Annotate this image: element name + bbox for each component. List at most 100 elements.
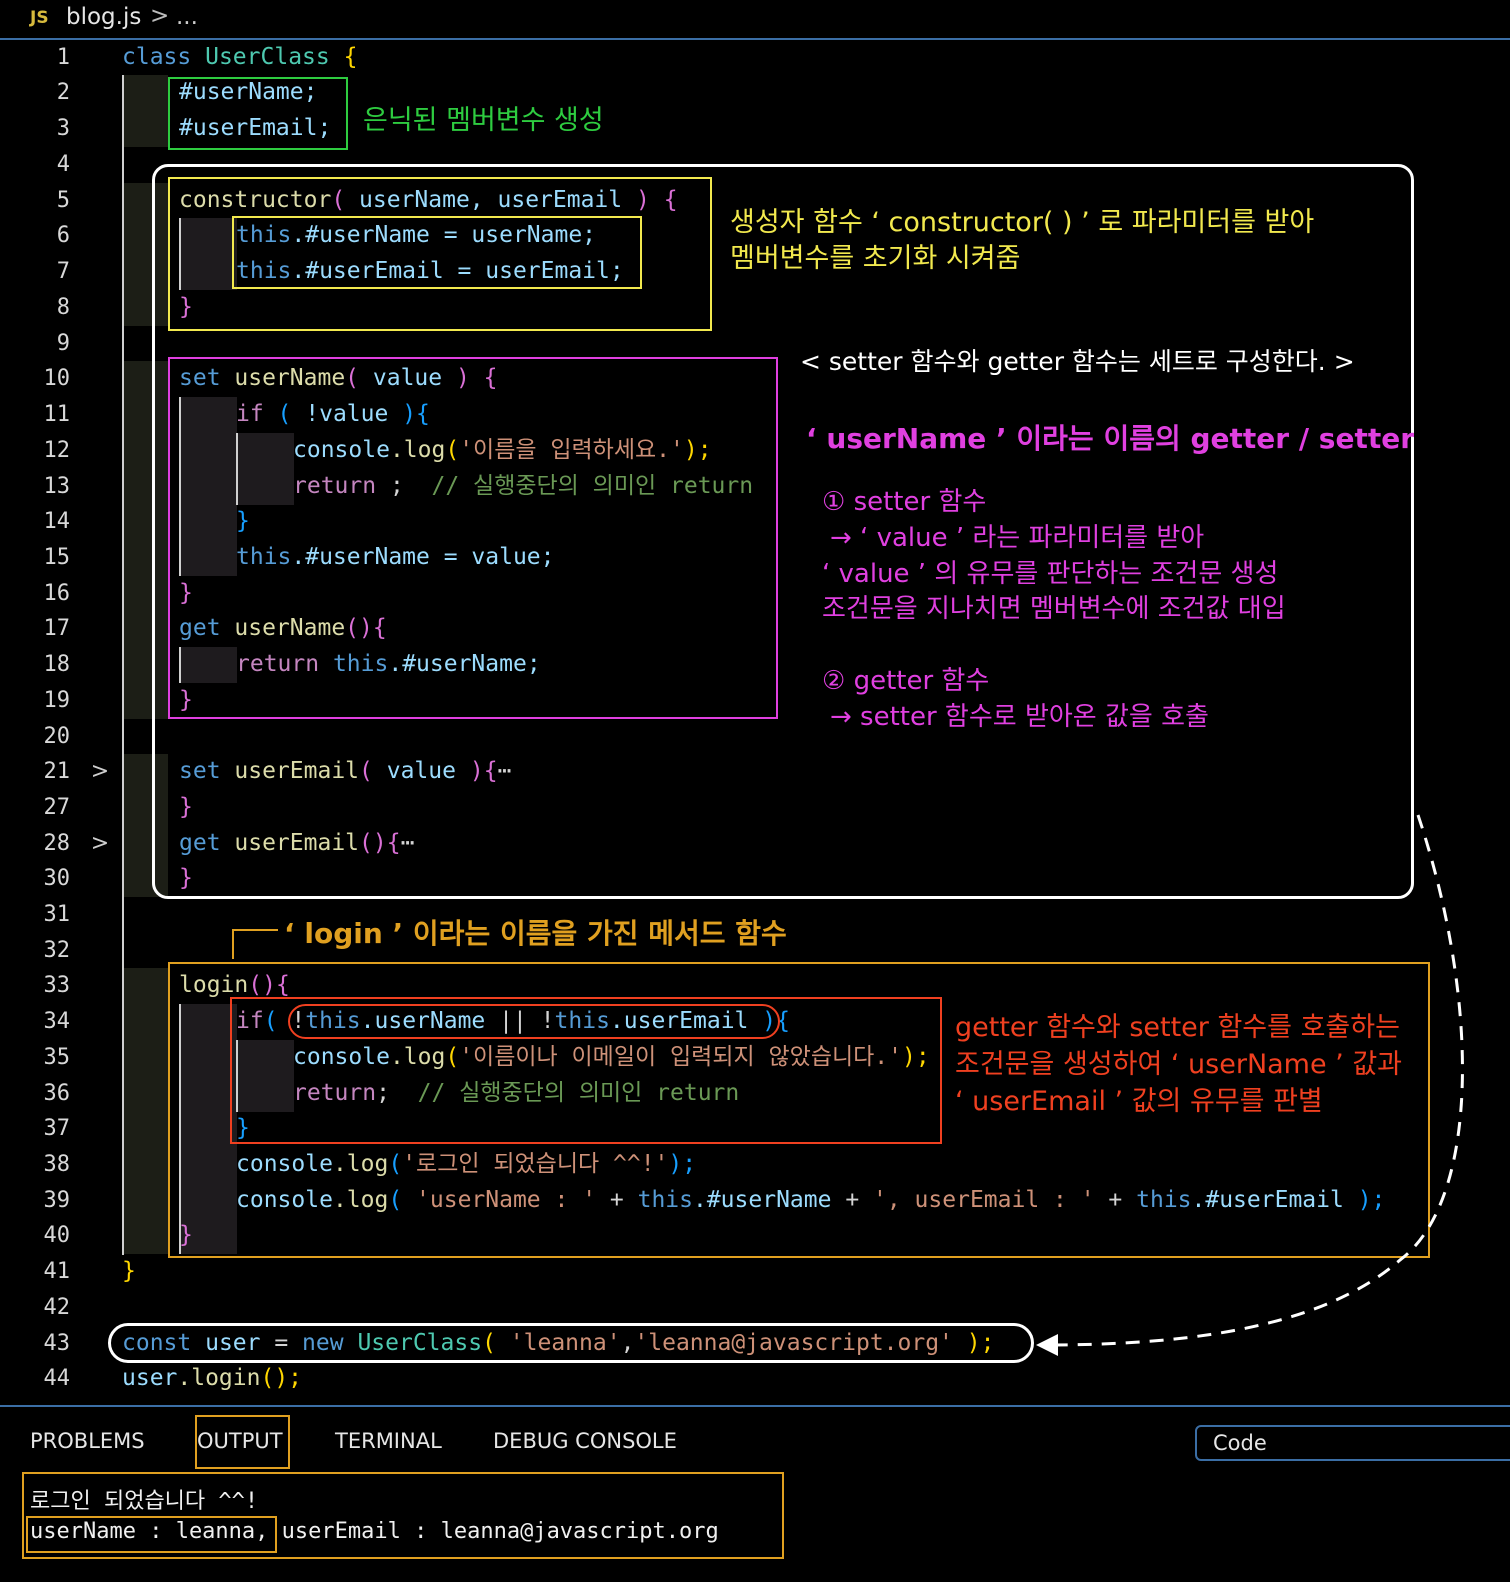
note-setter: → ‘ value ’ 라는 파라미터를 받아 [830, 523, 1205, 553]
code-line: } [179, 294, 193, 320]
breadcrumb: JS blog.js > ... [0, 0, 1510, 40]
code-line: #userName; [179, 79, 318, 105]
code-line: get userEmail(){⋯ [179, 830, 415, 856]
breadcrumb-more[interactable]: ... [176, 4, 198, 30]
code-line: get userName(){ [179, 615, 387, 641]
code-line: this.#userName = userName; [236, 222, 597, 248]
login-condition-highlight [230, 997, 942, 1144]
line-number: 40 [43, 1223, 71, 1248]
code-line: } [179, 580, 193, 606]
line-number: 44 [43, 1366, 71, 1391]
tab-output[interactable]: OUTPUT [197, 1429, 283, 1453]
output-highlight [22, 1472, 784, 1559]
output-panel: PROBLEMS OUTPUT TERMINAL DEBUG CONSOLE C… [0, 1405, 1510, 1582]
line-number: 11 [43, 402, 71, 427]
line-number: 17 [43, 616, 71, 641]
note-login-condition: ‘ userEmail ’ 값의 유무를 판별 [955, 1086, 1323, 1117]
breadcrumb-file[interactable]: blog.js [66, 4, 142, 30]
fold-chevron-icon[interactable]: > [90, 831, 110, 856]
line-number: 13 [43, 474, 71, 499]
line-number: 28 [43, 831, 71, 856]
line-number: 18 [43, 652, 71, 677]
username-accessor-highlight [168, 357, 778, 719]
line-number: 4 [56, 152, 70, 177]
getter-setter-highlight [152, 164, 1414, 899]
note-setter: ‘ value ’ 의 유무를 판단하는 조건문 생성 [822, 559, 1279, 589]
line-number: 37 [43, 1116, 71, 1141]
line-number: 6 [56, 223, 70, 248]
note-setter: ① setter 함수 [822, 487, 987, 517]
code-line: this.#userName = value; [236, 544, 555, 570]
code-line: #userEmail; [179, 115, 332, 141]
code-line: set userEmail( value ){⋯ [179, 758, 512, 784]
note-login-condition: 조건문을 생성하여 ‘ userName ’ 값과 [955, 1049, 1403, 1080]
output-line: userName : leanna, userEmail : leanna@ja… [30, 1519, 719, 1544]
line-number: 20 [43, 724, 71, 749]
code-line: console.log('이름을 입력하세요.'); [293, 437, 712, 463]
code-line: this.#userEmail = userEmail; [236, 258, 624, 284]
note-constructor: 멤버변수를 초기화 시켜줌 [730, 243, 1021, 274]
code-line: return ; // 실행중단의 의미인 return [293, 473, 754, 499]
line-number: 27 [43, 795, 71, 820]
code-line: login(){ [179, 972, 290, 998]
line-number: 38 [43, 1152, 71, 1177]
line-number: 21 [43, 759, 71, 784]
note-constructor: 생성자 함수 ‘ constructor( ) ’ 로 파라미터를 받아 [730, 207, 1315, 238]
javascript-file-icon: JS [30, 8, 49, 28]
line-number: 14 [43, 509, 71, 534]
line-number: 42 [43, 1295, 71, 1320]
tab-debug-console[interactable]: DEBUG CONSOLE [493, 1429, 677, 1453]
constructor-highlight [168, 177, 712, 331]
code-line: } [179, 794, 193, 820]
code-line: user.login(); [122, 1365, 303, 1391]
code-line: console.log('이름이나 이메일이 입력되지 않았습니다.'); [293, 1044, 930, 1070]
code-line: console.log('로그인 되었습니다 ^^!'); [236, 1151, 697, 1177]
line-number: 15 [43, 545, 71, 570]
note-getter: → setter 함수로 받아온 값을 호출 [830, 702, 1209, 732]
code-line: const user = new UserClass( 'leanna','le… [122, 1330, 995, 1356]
code-line: } [179, 1222, 193, 1248]
line-number: 16 [43, 581, 71, 606]
folded-ellipsis: ⋯ [400, 830, 415, 856]
output-channel-select[interactable]: Code [1195, 1425, 1510, 1461]
code-line: } [179, 865, 193, 891]
line-number: 36 [43, 1081, 71, 1106]
hidden-members-highlight [168, 77, 348, 150]
line-number: 32 [43, 938, 71, 963]
note-login-title: ‘ login ’ 이라는 이름을 가진 메서드 함수 [284, 917, 787, 950]
chevron-right-icon: > [150, 3, 170, 29]
active-tab-highlight [195, 1415, 290, 1469]
line-number: 30 [43, 866, 71, 891]
tab-problems[interactable]: PROBLEMS [30, 1429, 145, 1453]
note-hidden-members: 은닉된 멤버변수 생성 [363, 105, 604, 136]
login-bracket-line [232, 929, 278, 959]
line-number: 19 [43, 688, 71, 713]
folded-ellipsis: ⋯ [497, 758, 512, 784]
line-number: 43 [43, 1331, 71, 1356]
fold-chevron-icon[interactable]: > [90, 759, 110, 784]
line-number: 9 [56, 331, 70, 356]
line-number: 3 [56, 116, 70, 141]
code-line: } [179, 687, 193, 713]
line-number: 7 [56, 259, 70, 284]
note-login-condition: getter 함수와 setter 함수를 호출하는 [955, 1012, 1400, 1043]
instance-creation-highlight [108, 1323, 1034, 1363]
line-number: 2 [56, 80, 70, 105]
output-line: 로그인 되었습니다 ^^! [30, 1489, 259, 1514]
line-number: 39 [43, 1188, 71, 1213]
output-channel-value: Code [1213, 1431, 1267, 1455]
tab-terminal[interactable]: TERMINAL [335, 1429, 442, 1453]
note-setter: 조건문을 지나치면 멤버변수에 조건값 대입 [822, 594, 1286, 624]
code-line: } [122, 1258, 136, 1284]
code-line: return this.#userName; [236, 651, 541, 677]
line-number: 5 [56, 188, 70, 213]
output-username-highlight [26, 1516, 277, 1553]
code-line: } [236, 508, 250, 534]
note-setter-getter-pair: < setter 함수와 getter 함수는 세트로 구성한다. > [800, 347, 1355, 376]
condition-expression-highlight [288, 1004, 780, 1039]
line-number: 35 [43, 1045, 71, 1070]
code-line: class UserClass { [122, 44, 358, 70]
line-number: 8 [56, 295, 70, 320]
